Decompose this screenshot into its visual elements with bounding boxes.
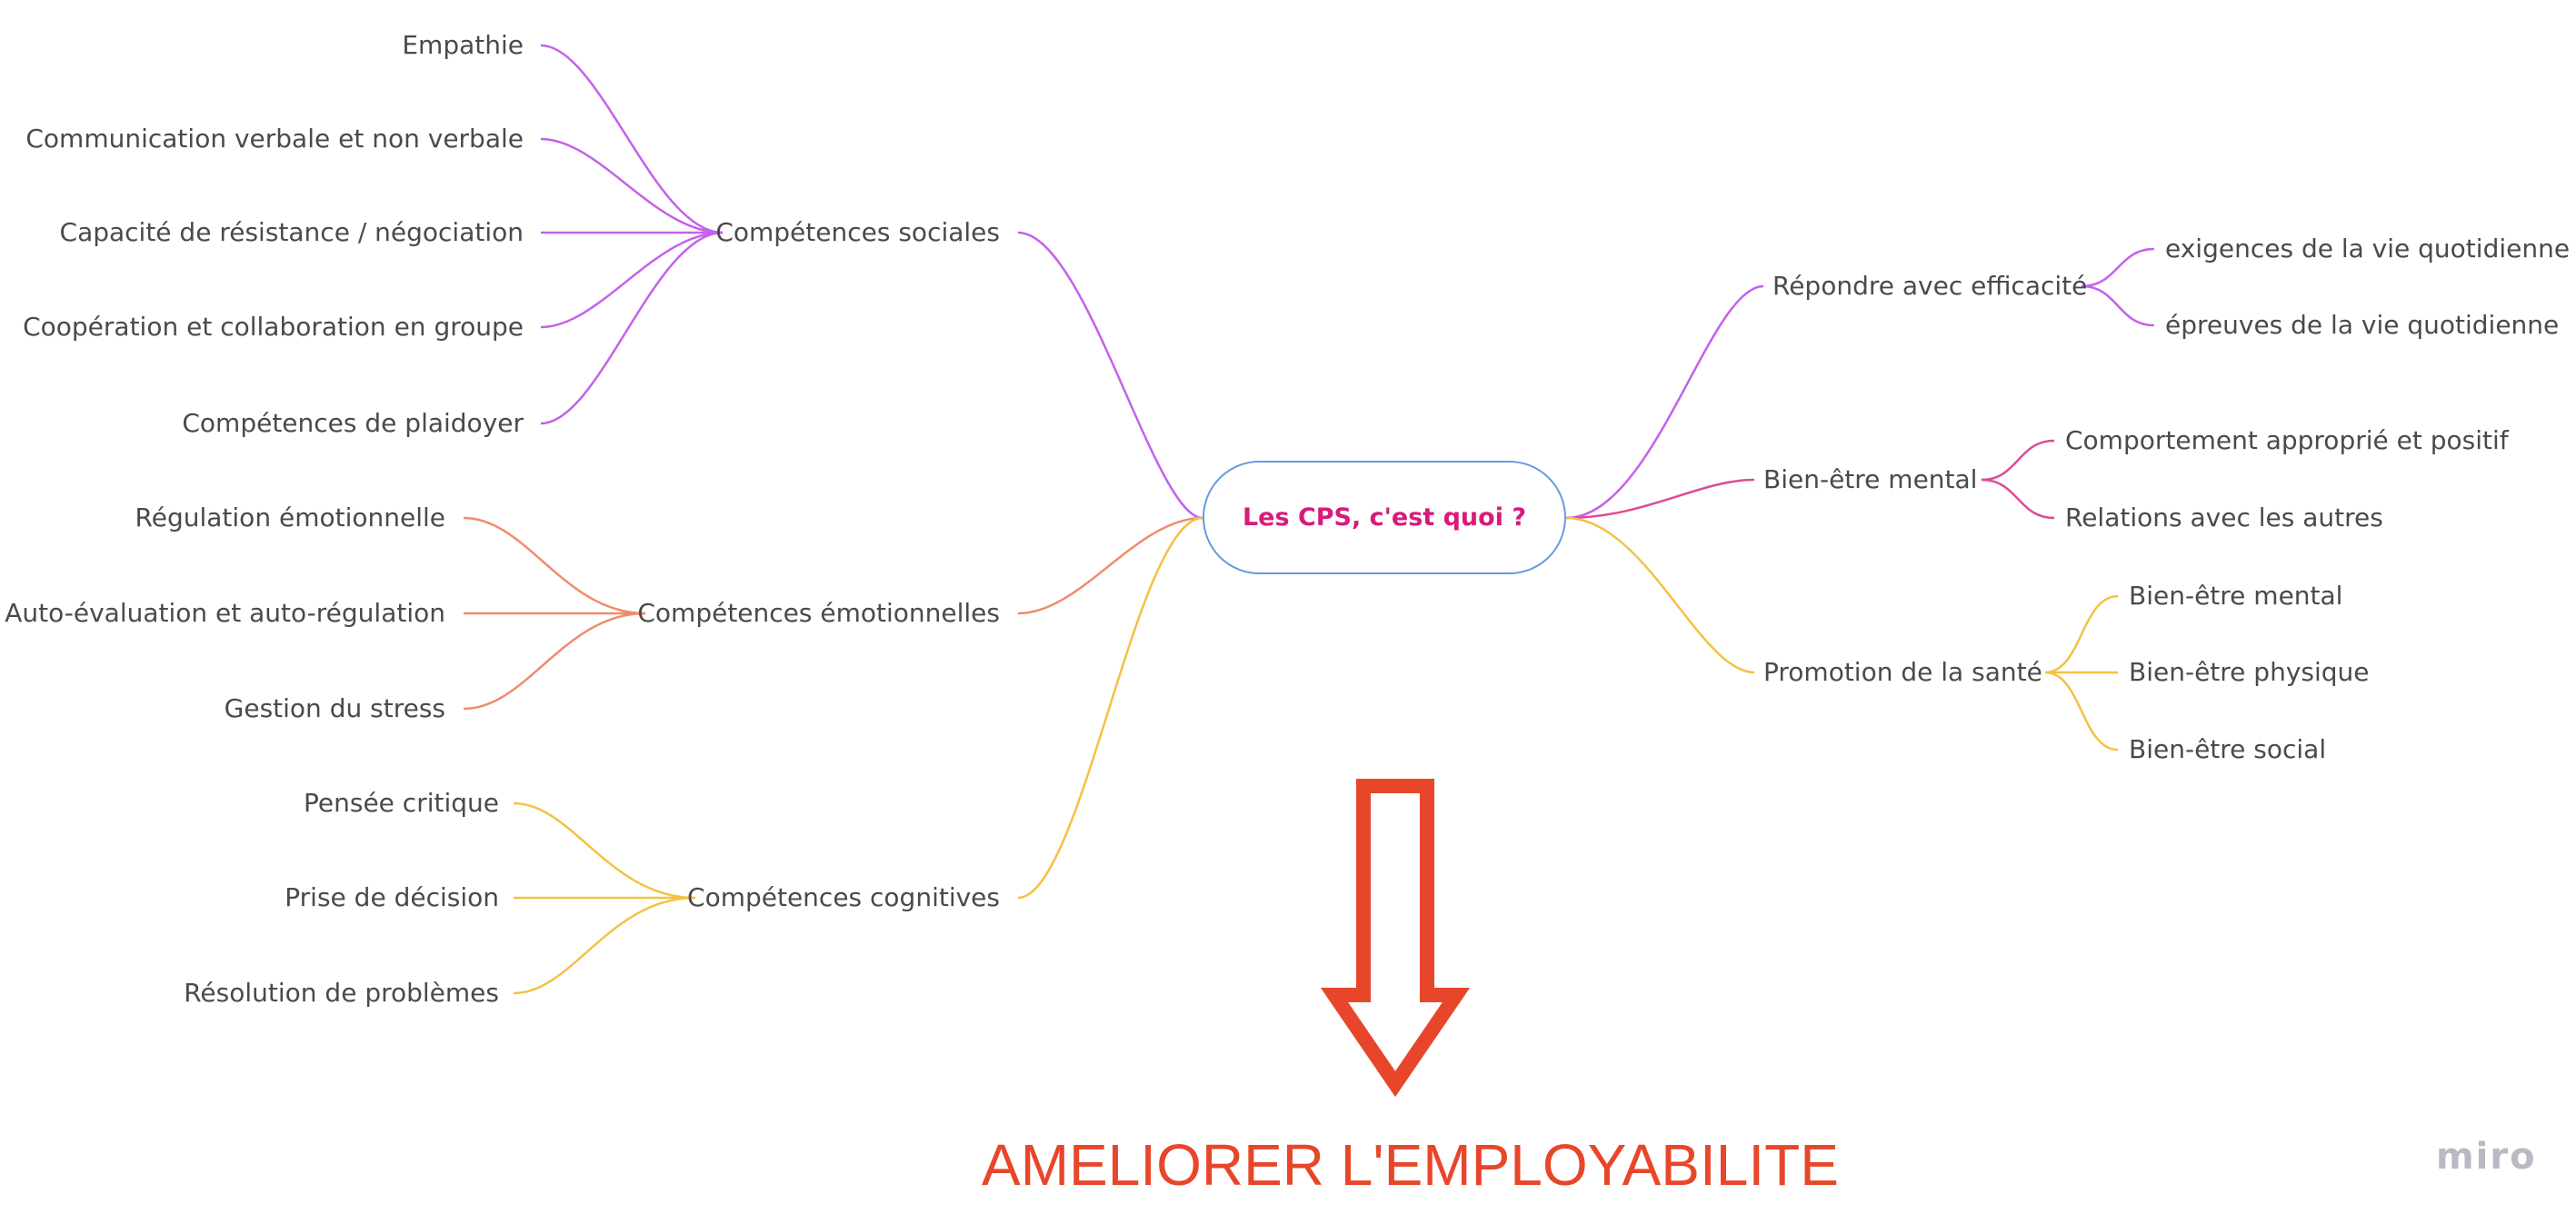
leaf-bienetre-social[interactable]: Bien-être social <box>2129 734 2327 764</box>
bottom-title: AMELIORER L'EMPLOYABILITE <box>982 1132 1839 1198</box>
connector-root-cognitives <box>1017 516 1203 900</box>
connectors-cognitives <box>513 801 696 995</box>
branch-label-cognitives[interactable]: Compétences cognitives <box>687 882 1000 912</box>
leaf-empathie[interactable]: Empathie <box>402 30 524 60</box>
miro-logo: miro <box>2436 1136 2537 1178</box>
connector-root-bienetre <box>1565 478 1755 520</box>
leaf-plaidoyer[interactable]: Compétences de plaidoyer <box>182 408 524 438</box>
root-label: Les CPS, c'est quoi ? <box>1242 503 1527 532</box>
leaf-epreuves[interactable]: épreuves de la vie quotidienne <box>2165 310 2560 340</box>
connector-root-promotion <box>1565 516 1755 674</box>
leaf-auto-evaluation[interactable]: Auto-évaluation et auto-régulation <box>5 598 445 628</box>
leaf-cooperation[interactable]: Coopération et collaboration en groupe <box>23 312 524 342</box>
connectors-repondre <box>2081 247 2155 327</box>
connectors-promotion <box>2044 594 2119 751</box>
connectors-sociales <box>540 44 724 425</box>
leaf-resolution[interactable]: Résolution de problèmes <box>184 978 499 1008</box>
branch-label-bienetre[interactable]: Bien-être mental <box>1763 464 1978 494</box>
leaf-stress[interactable]: Gestion du stress <box>224 693 445 723</box>
connectors-bienetre <box>1981 439 2055 520</box>
branch-label-sociales[interactable]: Compétences sociales <box>715 217 1000 247</box>
leaf-pensee-critique[interactable]: Pensée critique <box>304 788 499 818</box>
branch-label-emotionnelles[interactable]: Compétences émotionnelles <box>637 598 1000 628</box>
leaf-bienetre-mental[interactable]: Bien-être mental <box>2129 581 2343 611</box>
connector-root-sociales <box>1017 231 1203 520</box>
leaf-exigences[interactable]: exigences de la vie quotidienne <box>2165 234 2571 264</box>
connectors-emotionnelles <box>463 516 646 711</box>
leaf-bienetre-physique[interactable]: Bien-être physique <box>2129 657 2370 687</box>
leaf-regulation[interactable]: Régulation émotionnelle <box>135 503 445 532</box>
leaf-relations[interactable]: Relations avec les autres <box>2065 503 2383 532</box>
leaf-communication[interactable]: Communication verbale et non verbale <box>25 124 524 154</box>
root-node[interactable]: Les CPS, c'est quoi ? <box>1203 461 1566 574</box>
branch-label-promotion[interactable]: Promotion de la santé <box>1763 657 2042 687</box>
connector-root-emotionnelles <box>1017 516 1203 615</box>
leaf-comportement[interactable]: Comportement approprié et positif <box>2065 425 2509 455</box>
leaf-prise-decision[interactable]: Prise de décision <box>285 882 499 912</box>
down-arrow-icon <box>1320 779 1471 1098</box>
branch-label-repondre[interactable]: Répondre avec efficacité <box>1772 271 2088 301</box>
connector-root-repondre <box>1565 284 1764 520</box>
leaf-resistance[interactable]: Capacité de résistance / négociation <box>59 217 524 247</box>
